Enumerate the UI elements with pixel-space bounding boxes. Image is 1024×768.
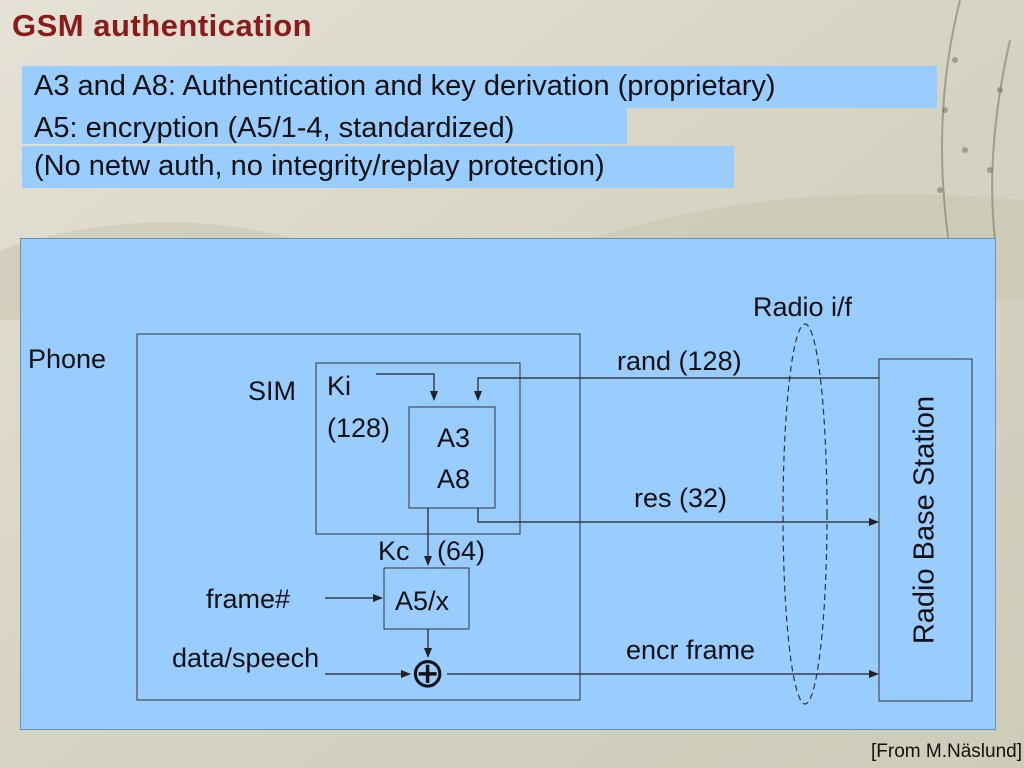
rand-arrow	[474, 377, 879, 401]
kc-label: Kc	[378, 536, 410, 566]
diagram-panel	[20, 238, 996, 730]
credit-text: [From M.Näslund]	[871, 741, 1022, 762]
bullet-no-netw-auth: (No netw auth, no integrity/replay prote…	[22, 146, 734, 188]
kc-bits-label: (64)	[437, 536, 486, 566]
res-label: res (32)	[634, 483, 728, 513]
ki-label: Ki	[327, 371, 352, 401]
a5-label: A5/x	[395, 586, 450, 616]
a3-label: A3	[437, 423, 471, 453]
radio-interface-label: Radio i/f	[753, 292, 853, 322]
ki-arrow	[376, 373, 438, 401]
a5-box	[383, 567, 470, 630]
rbs-box	[878, 358, 973, 702]
ki-bits-label: (128)	[327, 413, 391, 443]
sim-label: SIM	[248, 376, 297, 406]
bullet-a5: A5: encryption (A5/1-4, standardized)	[22, 108, 627, 144]
frame-number-label: frame#	[206, 584, 291, 614]
a3-a8-box	[408, 406, 496, 509]
data-speech-label: data/speech	[172, 643, 320, 673]
a8-label: A8	[437, 464, 471, 494]
xor-icon: ⊕	[410, 649, 446, 696]
radio-interface-ellipse	[782, 323, 828, 705]
sim-box	[315, 362, 521, 535]
phone-box	[136, 333, 581, 701]
encr-frame-label: encr frame	[626, 635, 756, 665]
rand-label: rand (128)	[617, 346, 742, 376]
phone-label: Phone	[28, 344, 107, 374]
res-arrow	[477, 508, 879, 526]
slide-title: GSM authentication	[12, 8, 313, 43]
radio-base-station-label: Radio Base Station	[908, 395, 941, 645]
bullet-a3-a8: A3 and A8: Authentication and key deriva…	[22, 66, 937, 108]
